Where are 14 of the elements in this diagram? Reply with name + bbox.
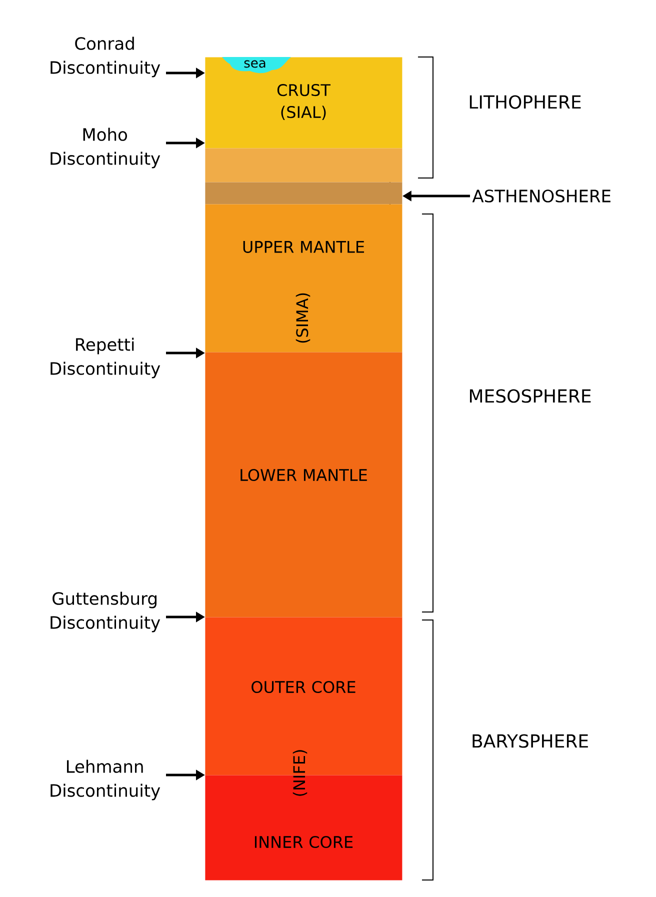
sphere-label: BARYSPHERE <box>472 734 588 748</box>
layer-band <box>205 182 402 204</box>
sphere-label: MESOSPHERE <box>470 389 591 403</box>
layer-label: ASTHENOSHERE <box>472 190 610 202</box>
discontinuity-label: Conrad Discontinuity <box>50 36 160 78</box>
discontinuity-label: Moho Discontinuity <box>50 128 160 168</box>
discontinuity-label: Lehmann Discontinuity <box>50 760 160 800</box>
discontinuity-label: Guttensburg Discontinuity <box>50 592 160 632</box>
sphere-label: LITHOPHERE <box>470 95 581 109</box>
layer-band: LOWER MANTLE <box>205 352 402 618</box>
layer-band <box>205 148 402 182</box>
rock-type-label: (NIFE) <box>292 750 308 796</box>
rock-type-label: (SIMA) <box>296 293 310 343</box>
discontinuity-label: Repetti Discontinuity <box>50 338 160 378</box>
